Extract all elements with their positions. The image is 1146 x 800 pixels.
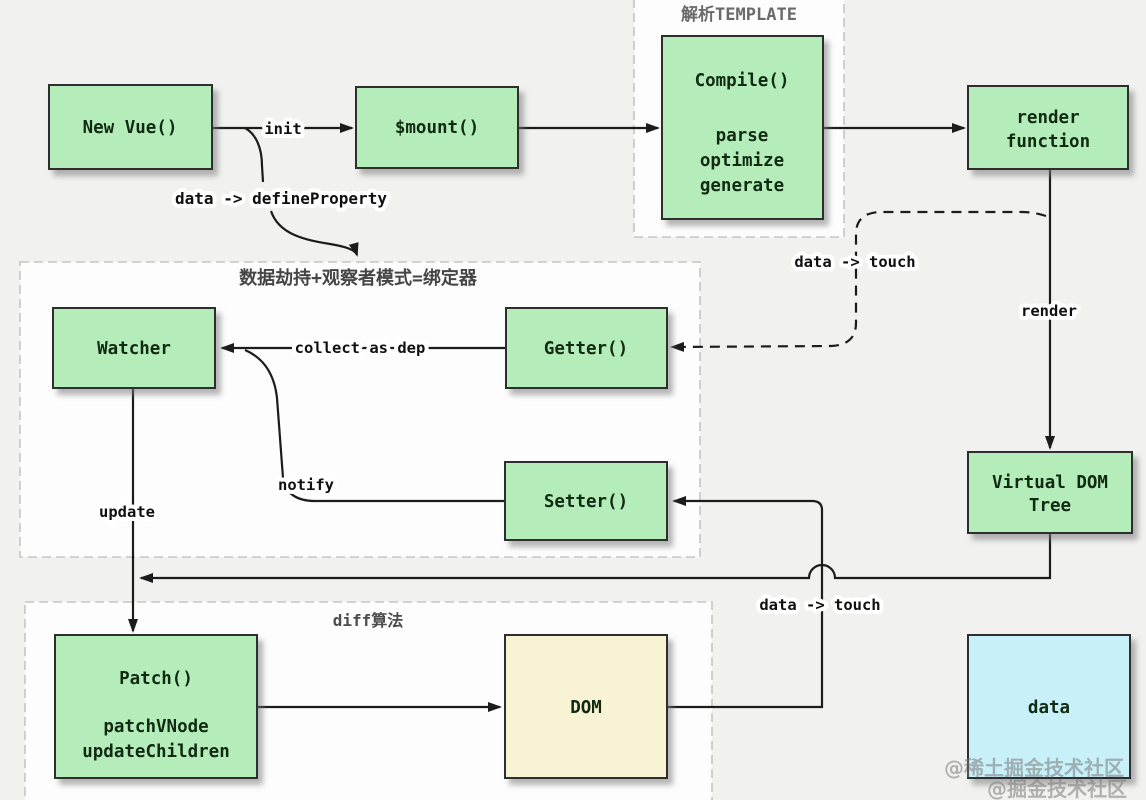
edge-label-data-touch-bottom: data -> touch bbox=[759, 596, 880, 614]
node-patch-title: Patch() bbox=[119, 669, 193, 689]
node-patch-line-patchvnode: patchVNode bbox=[103, 717, 208, 737]
node-watcher-label: Watcher bbox=[97, 339, 171, 359]
node-setter: Setter() bbox=[504, 461, 668, 541]
node-virtual-dom-box bbox=[967, 451, 1133, 534]
node-data: data bbox=[967, 634, 1131, 779]
node-patch: Patch() patchVNode updateChildren bbox=[54, 634, 258, 779]
node-virtual-dom: Virtual DOM Tree bbox=[967, 451, 1133, 534]
node-dom: DOM bbox=[504, 634, 668, 779]
node-patch-line-updatechildren: updateChildren bbox=[82, 742, 230, 762]
node-dom-box bbox=[504, 634, 668, 779]
node-mount-box bbox=[355, 86, 519, 169]
container-binder-label: 数据劫持+观察者模式=绑定器 bbox=[239, 267, 478, 289]
node-compile-line-optimize: optimize bbox=[700, 151, 784, 171]
arrow-init-branch bbox=[244, 127, 265, 183]
edge-label-collect-as-dep: collect as dep bbox=[295, 339, 426, 357]
arrow-defineproperty bbox=[269, 210, 359, 257]
node-new-vue-label: New Vue() bbox=[83, 118, 178, 138]
arrow-data-touch-dashed bbox=[670, 210, 1047, 352]
watermark-line-2: @掘金技术社区 bbox=[987, 777, 1127, 800]
node-setter-box bbox=[504, 461, 668, 541]
edge-label-data-touch-top: data -> touch bbox=[794, 253, 915, 271]
node-mount: $mount() bbox=[355, 86, 519, 169]
node-setter-label: Setter() bbox=[544, 492, 628, 512]
arrow-vdom-to-update bbox=[139, 533, 1052, 583]
node-virtual-dom-line-1: Virtual DOM bbox=[992, 473, 1108, 493]
node-data-label: data bbox=[1028, 698, 1070, 718]
edge-label-defineproperty: data -> defineProperty bbox=[175, 189, 387, 208]
node-new-vue: New Vue() bbox=[48, 84, 213, 170]
node-render-function-box bbox=[967, 85, 1129, 170]
node-getter-label: Getter() bbox=[544, 339, 628, 359]
node-render-function: render function bbox=[967, 85, 1129, 170]
node-compile: Compile() parse optimize generate bbox=[661, 35, 824, 220]
node-watcher: Watcher bbox=[52, 307, 216, 389]
node-getter-box bbox=[505, 307, 668, 389]
node-render-function-line-1: render bbox=[1016, 108, 1079, 128]
arrow-notify bbox=[244, 348, 505, 503]
edge-label-render: render bbox=[1021, 302, 1077, 320]
node-data-box bbox=[967, 634, 1131, 779]
container-diff-label: diff算法 bbox=[333, 611, 404, 630]
container-template-label: 解析TEMPLATE bbox=[681, 4, 797, 25]
node-getter: Getter() bbox=[505, 307, 668, 389]
edge-label-init: init bbox=[264, 120, 301, 138]
node-compile-line-parse: parse bbox=[716, 126, 769, 146]
node-dom-label: DOM bbox=[570, 698, 602, 718]
arrow-dom-to-setter bbox=[667, 496, 824, 709]
node-compile-box bbox=[661, 35, 824, 220]
node-mount-label: $mount() bbox=[395, 118, 479, 138]
node-virtual-dom-line-2: Tree bbox=[1029, 496, 1071, 516]
node-watcher-box bbox=[52, 307, 216, 389]
edge-label-notify: notify bbox=[278, 476, 334, 494]
node-compile-title: Compile() bbox=[695, 71, 790, 91]
watermark-line-1: @稀土掘金技术社区 bbox=[944, 756, 1124, 780]
node-compile-line-generate: generate bbox=[700, 176, 784, 196]
node-patch-box bbox=[54, 634, 258, 779]
node-render-function-line-2: function bbox=[1006, 132, 1090, 152]
node-new-vue-box bbox=[48, 84, 213, 170]
edge-label-update: update bbox=[99, 503, 155, 521]
